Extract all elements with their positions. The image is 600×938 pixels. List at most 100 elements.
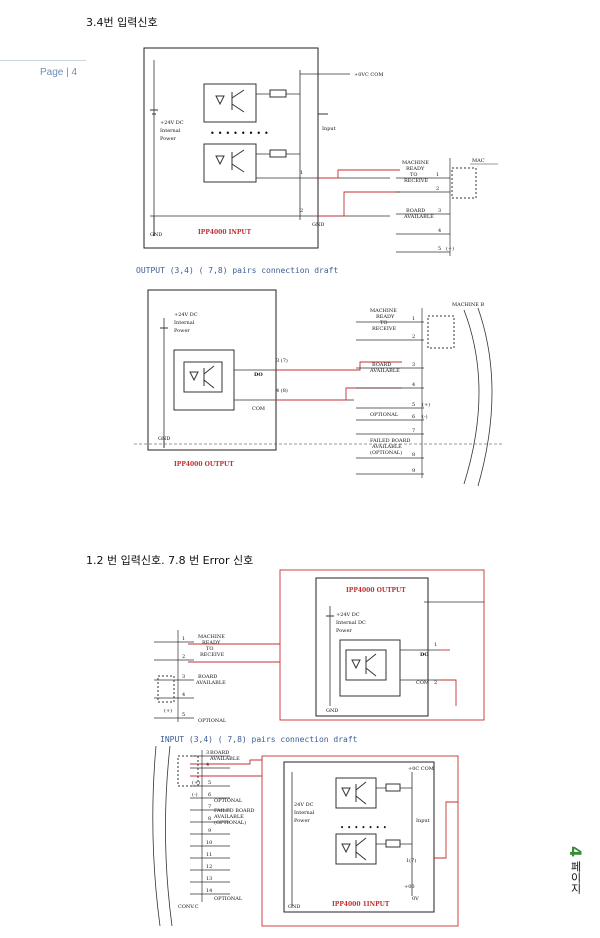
pin-1-label: 1(7) [406, 857, 416, 864]
svg-text:CONV.C: CONV.C [178, 904, 199, 910]
svg-text:(-): (-) [422, 413, 428, 420]
pin-2-label: +00 [404, 884, 415, 890]
optocoupler-icon [335, 833, 377, 865]
svg-text:10: 10 [206, 840, 212, 846]
svg-text:BOARD: BOARD [210, 750, 229, 756]
svg-text:BOARD: BOARD [406, 208, 425, 214]
input-label: Input [416, 818, 430, 824]
pin-2-label: 2 [300, 208, 303, 214]
svg-text:AVAILABLE: AVAILABLE [209, 756, 240, 762]
gnd-label: GND [288, 904, 300, 910]
ipp4000-output-2-diagram: IPP4000 OUTPUT +24V DC Internal DC Power… [154, 569, 485, 724]
com-label: +0C COM [408, 766, 434, 772]
ipp4000-output-2-title: IPP4000 OUTPUT [346, 587, 406, 594]
svg-text:MACHINE: MACHINE [370, 308, 397, 314]
svg-text:AVAILABLE: AVAILABLE [369, 368, 400, 374]
supply-line-3: Power [336, 628, 352, 634]
svg-text:5: 5 [182, 712, 185, 718]
right-connector-block: MACHINE READY TO RECEIVE 1 2 BOARD AVAIL… [396, 158, 498, 256]
svg-text:•••••••: ••••••• [340, 824, 390, 832]
ipp4000-input-2-title: IPP4000 1INPUT [332, 901, 390, 908]
svg-text:4: 4 [206, 762, 209, 768]
svg-text:AVAILABLE: AVAILABLE [213, 814, 244, 820]
gnd-label: GND [326, 708, 338, 714]
svg-text:RECEIVE: RECEIVE [404, 178, 428, 184]
svg-text:RECEIVE: RECEIVE [372, 326, 396, 332]
ipp4000-input-2-diagram: 24V DC Internal Power ••••••• +0C COM In… [152, 746, 459, 927]
svg-text:TO: TO [410, 172, 417, 178]
header-rule [0, 60, 86, 61]
gnd-label: GND [312, 222, 324, 228]
ipp4000-input-diagram: +24V DC Internal Power •••••••• +0VC COM… [143, 47, 498, 256]
svg-text:••••••••: •••••••• [210, 129, 272, 138]
svg-text:(OPTIONAL): (OPTIONAL) [370, 449, 402, 456]
optocoupler-icon [183, 361, 223, 393]
svg-text:RECEIVE: RECEIVE [200, 652, 224, 658]
svg-text:7: 7 [412, 428, 415, 434]
svg-text:7: 7 [208, 804, 211, 810]
supply-line-1: +24V DC [160, 120, 184, 126]
supply-line-2: Internal DC [336, 620, 366, 626]
pin-1-label: 1 [434, 642, 437, 648]
svg-text:6: 6 [208, 792, 211, 798]
do-label: DO [420, 652, 429, 658]
svg-text:TO: TO [380, 320, 387, 326]
ipp4000-output-diagram: +24V DC Internal Power 3 (7) DO 4 (8) CO… [134, 289, 504, 487]
svg-text:13: 13 [206, 876, 212, 882]
com-label: COM [252, 406, 265, 412]
svg-text:5: 5 [208, 780, 211, 786]
svg-text:11: 11 [206, 852, 212, 858]
svg-text:3: 3 [206, 750, 209, 756]
page-number-label: Page | 4 [40, 67, 78, 78]
svg-text:FAILED BOARD: FAILED BOARD [370, 438, 410, 444]
svg-text:8: 8 [412, 452, 415, 458]
svg-text:MACHINE: MACHINE [402, 160, 429, 166]
ipp4000-input-title: IPP4000 INPUT [198, 229, 252, 236]
com-label: +0VC COM [354, 72, 383, 78]
svg-text:(+): (+) [422, 401, 430, 408]
supply-line-2: Internal [294, 810, 315, 816]
supply-line-1: +24V DC [336, 612, 360, 618]
ov-label: 0V [412, 896, 419, 902]
svg-text:MAC: MAC [472, 158, 485, 164]
svg-text:4: 4 [412, 382, 415, 388]
svg-text:AVAILABLE: AVAILABLE [195, 680, 226, 686]
svg-text:OPTIONAL: OPTIONAL [198, 718, 227, 724]
supply-line-3: Power [174, 328, 190, 334]
supply-line-3: Power [160, 136, 176, 142]
section-heading-2: 1.2 번 입력신호. 7.8 번 Error 신호 [86, 554, 254, 567]
right-connector-block: MACHINE READY TO RECEIVE 1 2 BOARD AVAIL… [356, 302, 493, 487]
left-connector-block: MACHINE READY TO RECEIVE 1 2 BOARD AVAIL… [154, 630, 227, 724]
svg-text:2: 2 [436, 186, 439, 192]
gnd-left-label: GND [150, 232, 162, 238]
pin-4-label: 4 (8) [276, 387, 288, 394]
pin-3-label: 3 (7) [276, 357, 288, 364]
supply-line-2: Internal [174, 320, 195, 326]
optocoupler-icon [335, 777, 377, 809]
section-heading-1: 3.4번 입력신호 [86, 16, 158, 29]
optocoupler-icon [203, 143, 257, 183]
svg-text:9: 9 [412, 468, 415, 474]
svg-text:READY: READY [202, 640, 221, 646]
svg-text:4: 4 [182, 692, 185, 698]
svg-text:TO: TO [206, 646, 213, 652]
svg-text:5: 5 [412, 402, 415, 408]
supply-line-1: +24V DC [174, 312, 198, 318]
svg-text:2: 2 [412, 334, 415, 340]
svg-text:14: 14 [206, 888, 212, 894]
svg-text:3: 3 [182, 674, 185, 680]
do-label: DO [254, 372, 263, 378]
svg-text:8: 8 [208, 816, 211, 822]
optocoupler-icon [203, 83, 257, 123]
optocoupler-icon [345, 649, 387, 681]
side-page-number: 4 [566, 846, 585, 858]
side-page-label: 4 페이지 [566, 846, 585, 894]
svg-text:3: 3 [412, 362, 415, 368]
com-label: COM [416, 680, 429, 686]
svg-text:5: 5 [438, 246, 441, 252]
svg-text:(+): (+) [164, 707, 172, 714]
svg-text:MACHINE: MACHINE [198, 634, 225, 640]
svg-text:OPTIONAL: OPTIONAL [370, 412, 399, 418]
svg-text:MACHINE B: MACHINE B [452, 302, 485, 308]
svg-text:AVAILABLE: AVAILABLE [403, 214, 434, 220]
